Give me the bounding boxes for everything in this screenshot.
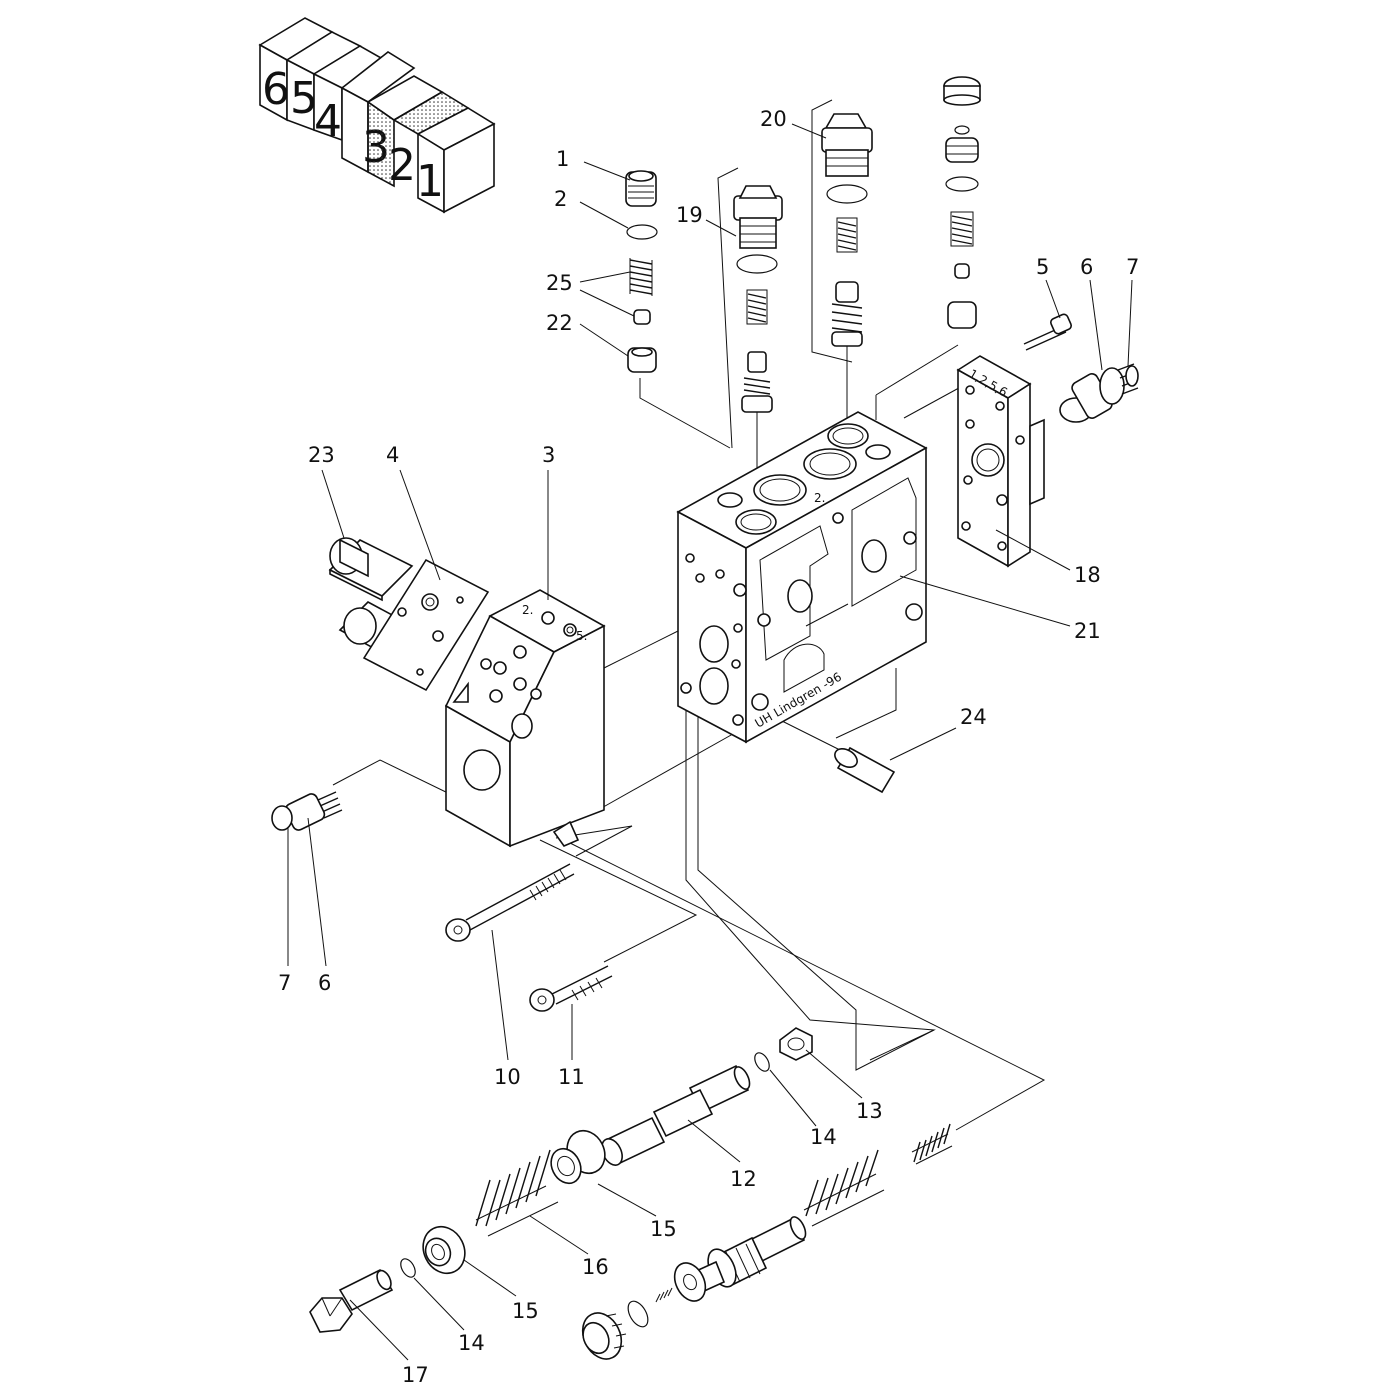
- block-marking-a: 2.: [522, 603, 533, 617]
- svg-text:2: 2: [388, 140, 416, 191]
- intermediate-block: 2. 5.: [444, 589, 606, 848]
- callout-14-lower: 14: [458, 1331, 485, 1355]
- callout-19: 19: [676, 203, 703, 227]
- callout-7-right: 7: [1126, 255, 1139, 279]
- callout-23: 23: [308, 443, 335, 467]
- o-ring-lower-part: [627, 1300, 649, 1328]
- end-cover-plate: 1,2,5,6.: [956, 355, 1045, 568]
- callout-leaders: [287, 123, 1133, 1361]
- plug-part: [625, 170, 657, 207]
- cap-part: [943, 76, 981, 106]
- hex-plug-17-part: [309, 1268, 394, 1333]
- index-box-4: 4: [312, 45, 390, 147]
- callout-14-upper: 14: [810, 1125, 837, 1149]
- svg-text:4: 4: [314, 96, 342, 147]
- section-index-boxes: 6 5 4 3 2 1: [258, 17, 496, 214]
- relief-plug-part: [733, 185, 783, 249]
- index-box-1: 1: [416, 107, 496, 214]
- callout-16: 16: [582, 1255, 609, 1279]
- callout-15-lower: 15: [512, 1299, 539, 1323]
- o-ring-part: [626, 224, 658, 240]
- end-cap-lower-part: [581, 1312, 627, 1360]
- callout-7-left: 7: [278, 971, 291, 995]
- callout-22: 22: [546, 311, 573, 335]
- callout-15-upper: 15: [650, 1217, 677, 1241]
- callout-6-left: 6: [318, 971, 331, 995]
- spring-part: [836, 217, 858, 253]
- callout-25: 25: [546, 271, 573, 295]
- callout-2: 2: [554, 187, 567, 211]
- fitting-right-part: [1059, 363, 1139, 423]
- cartridge-stack-left: [625, 170, 658, 373]
- index-box-5: 5: [285, 31, 362, 132]
- index-box-6: 6: [258, 17, 334, 122]
- callout-6-right: 6: [1080, 255, 1093, 279]
- index-box-2: 2: [366, 75, 470, 191]
- spring-seat-15-upper-part: [550, 1129, 606, 1185]
- cartridge-stack-20: [821, 113, 873, 347]
- callout-20: 20: [760, 107, 787, 131]
- poppet-part: [954, 263, 970, 279]
- o-ring-part: [736, 254, 778, 274]
- plug-13-part: [779, 1027, 813, 1061]
- spring-small-part: [911, 1123, 953, 1165]
- callout-1: 1: [556, 147, 569, 171]
- small-spring-insert-part: [655, 1287, 673, 1303]
- callout-3: 3: [542, 443, 555, 467]
- poppet-part: [831, 281, 863, 347]
- callout-21: 21: [1074, 619, 1101, 643]
- o-ring-14-part: [754, 1052, 770, 1072]
- callout-4: 4: [386, 443, 399, 467]
- spring-part: [950, 211, 974, 247]
- spring-seat-15-lower-part: [422, 1225, 466, 1275]
- block-marking-b: 5.: [576, 629, 587, 643]
- poppet-part: [741, 351, 773, 413]
- adapter-plate: [362, 558, 490, 692]
- seat-part: [947, 301, 977, 329]
- o-ring-part: [826, 184, 868, 204]
- seat-part: [627, 347, 657, 373]
- relief-plug-part: [821, 113, 873, 177]
- assembly-lines: [332, 99, 1046, 1131]
- bolt-long-part: [445, 863, 575, 942]
- fitting-left-part: [271, 791, 343, 831]
- callout-17: 17: [402, 1363, 429, 1387]
- valve-body: 2. UH Lindgren -96: [676, 411, 928, 744]
- spool-12-part: [601, 1064, 751, 1166]
- svg-text:6: 6: [262, 64, 290, 115]
- callout-12: 12: [730, 1167, 757, 1191]
- spool-lower-part: [673, 1216, 807, 1302]
- callout-11: 11: [558, 1065, 585, 1089]
- svg-text:1: 1: [416, 156, 444, 207]
- o-ring-14-lower-part: [400, 1258, 416, 1278]
- spring-part: [629, 258, 653, 296]
- washer-part: [954, 125, 970, 135]
- callout-24: 24: [960, 705, 987, 729]
- spring-large-part: [803, 1149, 885, 1227]
- cartridge-stack-19: [733, 185, 783, 413]
- callout-numbers: 1 2 19 20 25 22 5 6 7 23 4 3 18 21 24 7 …: [278, 107, 1139, 1387]
- cover-screw-part: [1023, 313, 1072, 351]
- bolt-short-part: [529, 965, 613, 1012]
- body-top-marking: 2.: [814, 491, 825, 505]
- pin-part: [834, 746, 896, 794]
- spring-part: [746, 289, 768, 325]
- callout-10: 10: [494, 1065, 521, 1089]
- callout-5-right: 5: [1036, 255, 1049, 279]
- cartridge-stack-right: [943, 76, 981, 329]
- callout-13: 13: [856, 1099, 883, 1123]
- spring-16-part: [475, 1149, 559, 1237]
- plug-part: [945, 137, 979, 163]
- callout-18: 18: [1074, 563, 1101, 587]
- o-ring-part: [945, 176, 979, 192]
- poppet-part: [633, 309, 651, 325]
